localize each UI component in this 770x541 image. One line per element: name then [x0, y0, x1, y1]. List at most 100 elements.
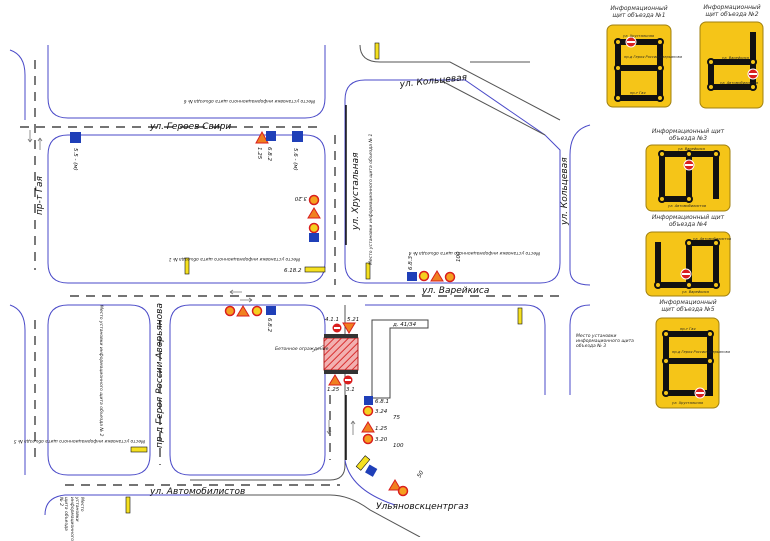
sign-6-8-1-icon	[364, 396, 373, 405]
sign-3-20-icon	[444, 271, 456, 283]
sign-5-21-label: 5.21	[347, 317, 359, 323]
sign-6-18-2-icon	[304, 266, 326, 273]
lane-markings	[20, 60, 560, 486]
distance-label: 100	[456, 251, 462, 262]
sign-1-25-icon	[430, 270, 444, 282]
sign-5-6-label: 5.6 - (м)	[292, 148, 298, 171]
panel-label: ул. Хрустальная	[671, 401, 704, 405]
arrow-right	[240, 297, 253, 303]
sign-3-24-icon	[362, 405, 374, 417]
sign-6-8-3-icon	[407, 272, 417, 281]
sign-1-25-icon	[361, 421, 375, 433]
barrier-edge-bottom	[324, 370, 358, 374]
sign-3-20-icon	[397, 485, 409, 497]
sign-6-8-1-icon	[309, 233, 319, 242]
arrow-down	[27, 130, 33, 143]
avtomobilistov-edge	[190, 494, 421, 537]
sign-6-8-2-icon	[266, 131, 276, 141]
sign-3-1-label: 3.1	[346, 387, 355, 393]
block-bottom-left	[169, 304, 326, 476]
distance-label: 100	[393, 443, 404, 449]
sign-3-20-label: 3.20	[375, 437, 388, 443]
arrow-up	[37, 137, 43, 150]
building-label: д. 41/34	[392, 322, 417, 328]
sign-6-8-3-label: 6.8.3	[408, 256, 414, 270]
panel-label: пр-д Героя России Аверьянова	[672, 350, 730, 354]
left-curb	[9, 304, 26, 475]
sign-3-20-icon	[308, 194, 320, 206]
sign-6-18-icon	[365, 262, 371, 280]
distance-label: 75	[393, 415, 400, 421]
sign-1-25-label: 1.25	[256, 147, 262, 160]
panel-label: ул. Автомобилистов	[692, 237, 731, 241]
sign-3-24-icon	[308, 222, 320, 234]
sign-3-20-icon	[362, 433, 374, 445]
building	[371, 319, 429, 399]
street-averyanova: пр-д Героя России Аверьянова	[155, 303, 165, 448]
sign-6-18-icon	[517, 307, 523, 325]
note-panel-3: Место установки информационного щита объ…	[576, 334, 634, 350]
street-avtomobilistov: ул. Автомобилистов	[149, 487, 245, 497]
panel-label: ул. Варейкиса	[721, 56, 749, 60]
arrow-down-2	[326, 420, 332, 435]
sign-6-8-3-icon	[365, 464, 378, 477]
sign-3-24-icon	[418, 270, 430, 282]
panel-3-title: Информационный щит объезда №3	[651, 128, 725, 142]
sign-1-25-icon	[307, 207, 321, 219]
sign-6-18-icon	[355, 455, 371, 471]
note-panel-4: Место установки информационного щита объ…	[408, 250, 540, 256]
street-khrustalnaya: ул. Хрустальная	[351, 152, 361, 231]
sign-6-18-icon	[125, 496, 131, 514]
street-labels: ул. Героев Свири ул. Кольцевая ул. Кольц…	[35, 73, 570, 512]
note-panel-6: Место установки информационного щита объ…	[183, 98, 315, 104]
info-panel-5: пр-т Гая пр-д Героя России Аверьянова ул…	[655, 317, 730, 409]
barrier-edge-top	[324, 334, 358, 338]
info-panel-4: ул. Автомобилистов ул. Варейкиса	[645, 231, 731, 297]
sign-5-5-label: 5.5 - (м)	[72, 148, 78, 171]
panel-label: ул. Автомобилистов	[667, 204, 706, 208]
block-middle-left	[47, 134, 326, 284]
note-panel-2b: Место установки информационного щита объ…	[58, 497, 84, 541]
sign-5-21-icon	[342, 322, 356, 334]
sign-1-25-icon	[236, 305, 250, 317]
street-koltsevaya-right: ул. Кольцевая	[560, 157, 570, 226]
city-blocks	[9, 44, 591, 537]
sign-6-8-1-label: 6.8.1	[375, 399, 389, 405]
bottom-left-curb	[44, 494, 190, 516]
panel-label: пр-т Гая	[630, 91, 646, 95]
sign-1-25-icon	[328, 374, 342, 386]
panel-label: пр-д Героя России Аверьянова	[624, 55, 682, 59]
panel-label: ул. Автомобилистов	[719, 81, 758, 85]
panel-label: пр-т Гая	[680, 327, 696, 331]
street-geroev-sviri: ул. Героев Свири	[149, 122, 231, 132]
panel-2-title: Информационный щит объезда №2	[703, 4, 761, 18]
info-panel-1: ул. Хрустальная пр-д Героя России Аверья…	[606, 24, 682, 108]
panel-label: ул. Хрустальная	[622, 34, 655, 38]
street-vareykisa: ул. Варейкиса	[421, 286, 489, 296]
ulyanovsk-curb	[344, 459, 396, 506]
barrier-label: Бетонное ограждение	[275, 346, 329, 352]
block-bottom-far-left	[47, 304, 151, 476]
sign-6-18-icon	[374, 42, 380, 60]
placement-notes: Место установки информационного щита объ…	[13, 98, 540, 444]
sign-5-6-icon	[292, 131, 303, 142]
panel-1-title: Информационный щит объезда №1	[610, 5, 668, 19]
street-koltsevaya-top: ул. Кольцевая	[398, 73, 468, 90]
koltsevaya-road-edge	[359, 44, 561, 121]
block-top-left	[47, 45, 326, 119]
note-panel-2: Место установки информационного щита объ…	[98, 305, 104, 437]
block-bottom-right	[365, 304, 546, 395]
sign-6-18-icon	[130, 446, 148, 453]
koltsevaya-road-edge-2	[439, 61, 546, 136]
panel-label: ул. Варейкиса	[677, 147, 705, 151]
sign-6-8-2-label: 6.8.2	[266, 147, 272, 161]
road-signs: 5.5 - (м) 1.25 6.8.2 5.6 - (м) 3.20 6.18…	[70, 42, 523, 514]
sign-1-25-label: 1.25	[327, 387, 340, 393]
note-panel-1: Место установки информационного щита объ…	[168, 256, 300, 262]
right-curb-top	[569, 124, 591, 286]
panel-5-title: Информационный щит объезда №5	[659, 299, 717, 313]
sign-6-18-icon	[184, 257, 190, 275]
sign-3-20-icon	[224, 305, 236, 317]
